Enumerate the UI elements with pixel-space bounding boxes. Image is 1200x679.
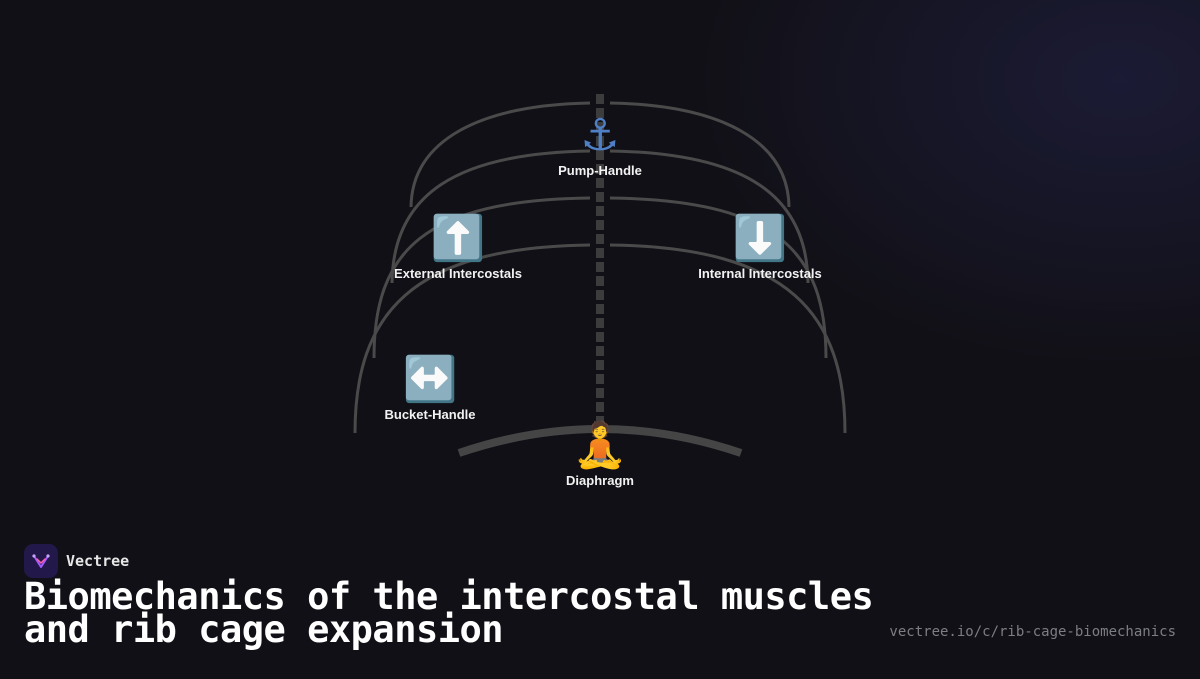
- down-arrow-icon: ⬇️: [732, 213, 788, 264]
- bucket-handle-node: ↔️ Bucket-Handle: [384, 354, 476, 423]
- rib-1-left: [409, 101, 591, 208]
- vectree-logo-icon: [24, 544, 58, 578]
- pump-handle-node: ⚓ Pump-Handle: [558, 110, 642, 179]
- external-intercostals-label: External Intercostals: [394, 266, 522, 281]
- rib-3-right: [609, 196, 828, 359]
- internal-intercostals-node: ⬇️ Internal Intercostals: [698, 213, 822, 282]
- brand-name: Vectree: [66, 552, 130, 570]
- pump-handle-label: Pump-Handle: [558, 163, 642, 178]
- rib-1-right: [609, 101, 791, 208]
- meditating-person-icon: 🧘: [572, 420, 628, 471]
- internal-intercostals-label: Internal Intercostals: [698, 266, 822, 281]
- source-url: vectree.io/c/rib-cage-biomechanics: [889, 624, 1176, 640]
- external-intercostals-node: ⬆️ External Intercostals: [394, 213, 522, 282]
- rib-2-left: [390, 149, 591, 284]
- rib-3-left: [372, 196, 591, 359]
- rib-4-left: [353, 243, 591, 434]
- diaphragm-arc: [457, 425, 743, 457]
- brand: Vectree: [24, 544, 129, 578]
- diaphragm-label: Diaphragm: [566, 473, 634, 488]
- up-arrow-icon: ⬆️: [430, 213, 486, 264]
- page-title: Biomechanics of the intercostal muscles …: [24, 575, 874, 651]
- diaphragm-node: 🧘 Diaphragm: [566, 420, 634, 489]
- anchor-icon: ⚓: [580, 110, 620, 161]
- rib-2-right: [609, 149, 810, 284]
- rib-4-right: [609, 243, 847, 434]
- left-right-arrow-icon: ↔️: [402, 354, 458, 405]
- bucket-handle-label: Bucket-Handle: [384, 407, 476, 422]
